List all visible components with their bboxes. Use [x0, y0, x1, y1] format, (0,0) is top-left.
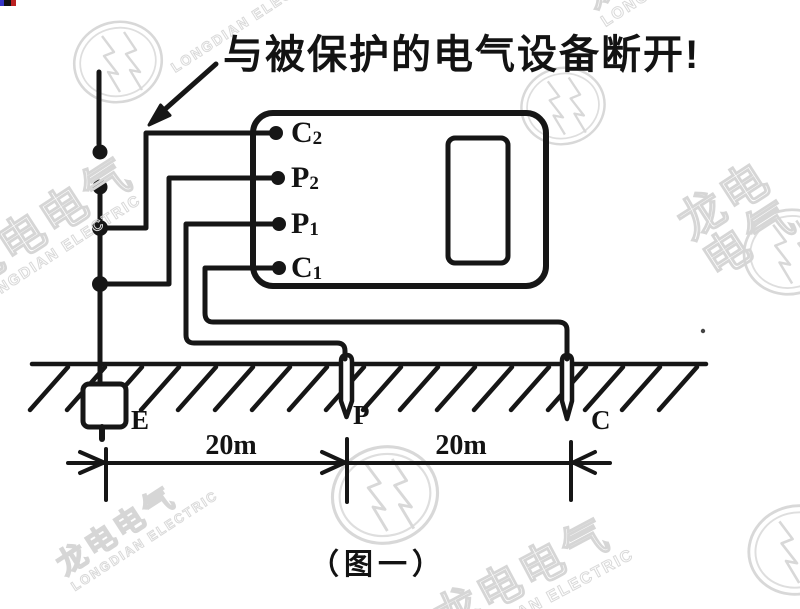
wire-p2	[97, 175, 279, 287]
dimension-label-ep: 20m	[205, 430, 257, 461]
terminal-letter: C	[291, 116, 313, 149]
electrode-e-box	[80, 381, 129, 430]
terminal-dots	[269, 126, 286, 275]
disconnect-warning-label: 与被保护的电气设备断开!	[223, 33, 701, 77]
wire-c1	[202, 265, 570, 362]
wire-c2	[97, 130, 277, 231]
dim-arrow-p	[320, 450, 347, 475]
electrode-p-stake	[338, 352, 355, 420]
terminal-subscript: 1	[309, 219, 319, 240]
electrode-c-stake	[559, 352, 575, 422]
ground-hatching	[27, 364, 700, 413]
wire-p1	[183, 221, 348, 362]
electrode-e-label: E	[131, 405, 150, 435]
terminal-letter: C	[291, 251, 313, 284]
annotation-arrow	[147, 61, 219, 127]
dim-arrow-e	[78, 450, 106, 475]
terminal-letter: P	[291, 161, 310, 194]
tester-display-window	[445, 135, 511, 266]
dimension-label-pc: 20m	[435, 430, 487, 461]
electrode-c-label: C	[591, 405, 611, 435]
test-wires	[97, 130, 570, 362]
scan-speck	[700, 328, 706, 334]
figure-caption: （图一）	[309, 549, 446, 581]
terminal-letter: P	[291, 207, 310, 240]
dim-arrow-c	[571, 450, 597, 475]
terminal-subscript: 2	[312, 128, 323, 149]
scan-corner-artifact	[0, 0, 16, 6]
terminal-subscript: 2	[309, 173, 319, 194]
dimension-lines	[66, 437, 612, 504]
tester-body	[250, 110, 549, 289]
electrode-p-label: P	[353, 400, 370, 430]
terminal-subscript: 1	[312, 263, 323, 284]
